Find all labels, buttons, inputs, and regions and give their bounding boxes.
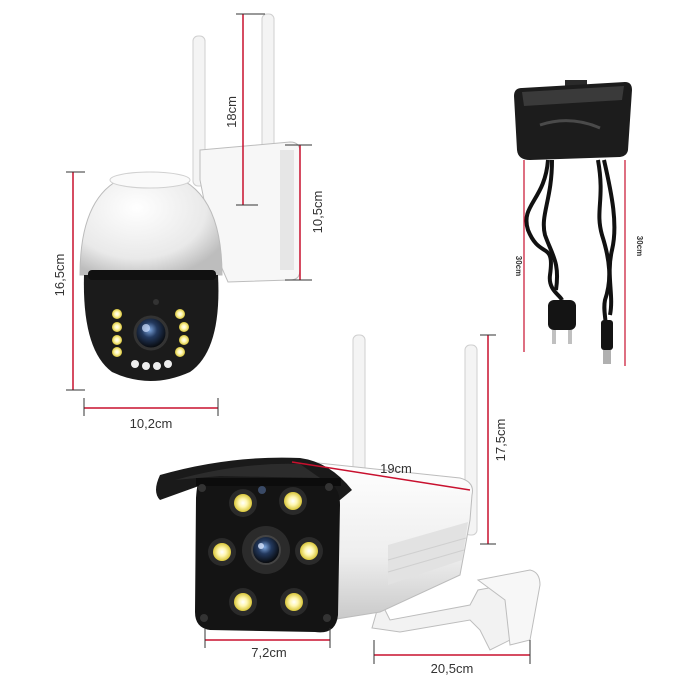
ptz-body-width-label: 10,2cm <box>130 416 173 431</box>
ptz-antenna-height-label: 18cm <box>224 96 239 128</box>
bullet-led-array <box>208 487 323 616</box>
adapter-cable-right-label: 30cm <box>635 236 644 256</box>
ptz-antenna-left <box>192 35 206 187</box>
bullet-antenna-height-label: 17,5cm <box>493 419 508 462</box>
adapter-cable-left-label: 30cm <box>514 256 523 276</box>
ptz-body-height-label: 16,5cm <box>52 254 67 297</box>
bullet-front-width-label: 7,2cm <box>251 645 286 660</box>
bullet-camera <box>156 334 541 651</box>
bullet-lens <box>251 535 281 565</box>
bullet-antenna-left <box>352 334 366 476</box>
dc-jack <box>601 320 613 364</box>
bullet-total-length-label: 20,5cm <box>431 661 474 676</box>
ptz-lens <box>133 315 169 351</box>
bullet-dimensions <box>204 334 531 664</box>
ptz-led-array <box>112 309 189 370</box>
adapter-dimensions <box>523 160 626 366</box>
ptz-bracket-height-label: 10,5cm <box>310 191 325 234</box>
bullet-body-length-label: 19cm <box>380 461 412 476</box>
ptz-camera <box>79 13 301 381</box>
eu-plug <box>548 300 576 344</box>
power-adapter <box>514 80 632 364</box>
ptz-dimensions <box>66 13 312 416</box>
adapter-cable-left <box>524 159 564 302</box>
